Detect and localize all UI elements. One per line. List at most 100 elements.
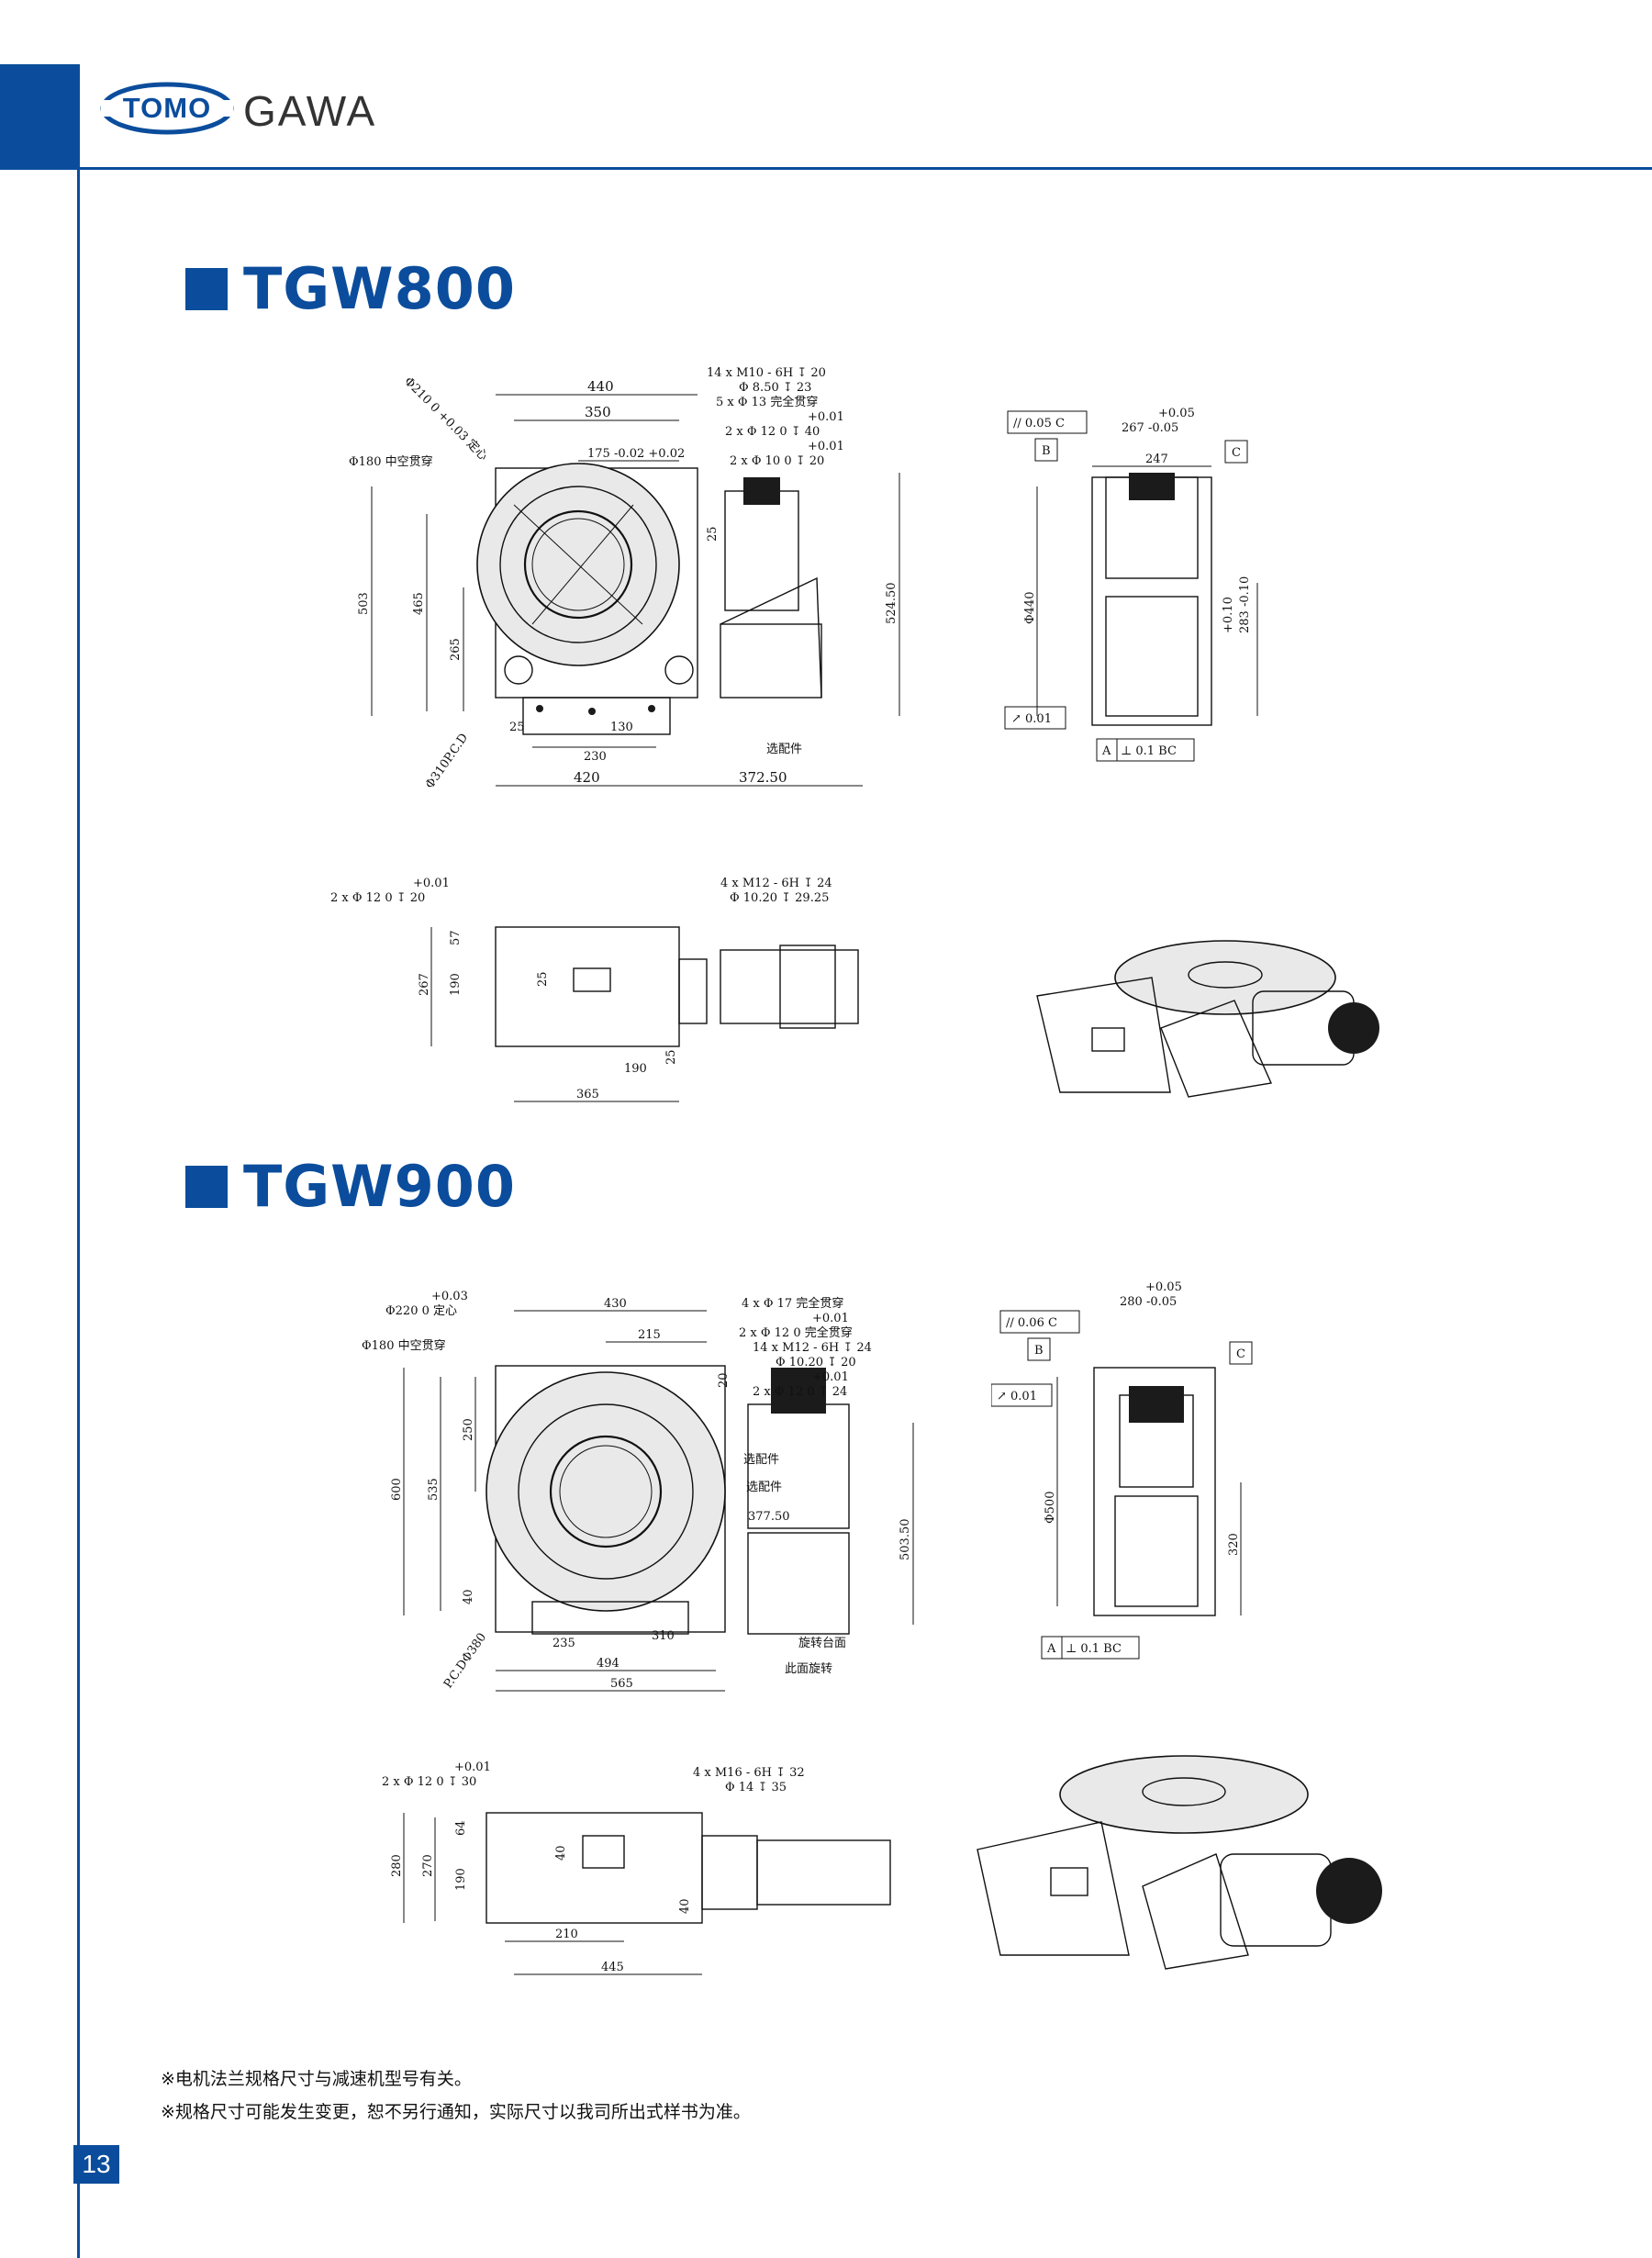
tol-plus005: +0.05 bbox=[1158, 407, 1195, 420]
t900-parallel: // 0.06 C bbox=[1006, 1316, 1057, 1330]
callout-phi10: 2 x Φ 10 0 ↧ 20 bbox=[730, 454, 824, 468]
dim-350: 350 bbox=[585, 404, 611, 420]
left-margin-rule bbox=[77, 64, 80, 2258]
dim-130: 130 bbox=[610, 721, 633, 734]
d900-tol-plus003: +0.03 bbox=[431, 1290, 468, 1303]
c900-phi17: 4 x Φ 17 完全贯穿 bbox=[742, 1296, 843, 1311]
d900-535: 535 bbox=[427, 1478, 441, 1501]
t900-perp: ⊥ 0.1 BC bbox=[1066, 1642, 1122, 1656]
tol-parallel: // 0.05 C bbox=[1013, 417, 1065, 430]
d900-310: 310 bbox=[652, 1629, 675, 1643]
c900-tol2: +0.01 bbox=[812, 1370, 849, 1384]
tgw900-iso-illustration bbox=[977, 1755, 1382, 1970]
dim-247: 247 bbox=[1145, 453, 1168, 466]
d900-rot-face: 此面旋转 bbox=[785, 1662, 832, 1676]
tomo-logo: TOMO bbox=[100, 82, 234, 135]
d900-phi180: Φ180 中空贯穿 bbox=[362, 1338, 446, 1353]
d900-377-50: 377.50 bbox=[748, 1510, 790, 1524]
b800-57: 57 bbox=[449, 930, 463, 945]
b800-m12: 4 x M12 - 6H ↧ 24 bbox=[720, 877, 832, 890]
b900-m16: 4 x M16 - 6H ↧ 32 bbox=[693, 1766, 805, 1780]
c900-phi1020: Φ 10.20 ↧ 20 bbox=[776, 1356, 856, 1369]
b900-210: 210 bbox=[555, 1928, 578, 1941]
callout-tol2: +0.01 bbox=[808, 440, 844, 453]
tol-perp: ⊥ 0.1 BC bbox=[1121, 744, 1177, 758]
dim-phi210: Φ210 0 +0.03 定心 bbox=[401, 374, 490, 464]
tgw800-front-drawing: 440 350 175 -0.02 +0.02 Φ180 中空贯穿 Φ210 0… bbox=[349, 366, 900, 792]
t900-runout: ↗ 0.01 bbox=[997, 1390, 1037, 1403]
c900-m12: 14 x M12 - 6H ↧ 24 bbox=[753, 1341, 872, 1355]
tgw800-iso-illustration bbox=[1036, 940, 1379, 1098]
logo-text: TOMO bbox=[123, 92, 211, 124]
dim-420: 420 bbox=[574, 769, 600, 786]
d900-opt2: 选配件 bbox=[746, 1481, 782, 1494]
dim-465: 465 bbox=[412, 592, 426, 615]
t900-plus005: +0.05 bbox=[1145, 1280, 1182, 1294]
tol-283: 283 -0.10 bbox=[1238, 576, 1252, 633]
b800-25a: 25 bbox=[536, 971, 550, 987]
t900-320: 320 bbox=[1227, 1533, 1241, 1556]
d900-235: 235 bbox=[553, 1637, 575, 1650]
b800-phi1020: Φ 10.20 ↧ 29.25 bbox=[730, 891, 829, 905]
section-marker-tgw900 bbox=[185, 1166, 228, 1208]
t900-phi500: Φ500 bbox=[1044, 1492, 1057, 1524]
c900-phi12a: 2 x Φ 12 0 完全贯穿 bbox=[739, 1325, 853, 1340]
d900-opt1: 选配件 bbox=[743, 1453, 779, 1467]
tol-runout: ↗ 0.01 bbox=[1011, 712, 1052, 726]
b900-270: 270 bbox=[421, 1854, 435, 1877]
section-title-tgw800: TGW800 bbox=[243, 255, 516, 322]
dim-phi180: Φ180 中空贯穿 bbox=[349, 454, 433, 469]
datum-b: B bbox=[1042, 444, 1051, 458]
b800-190h: 190 bbox=[624, 1062, 647, 1076]
callout-tol1: +0.01 bbox=[808, 410, 844, 424]
b900-tol: +0.01 bbox=[454, 1761, 491, 1774]
tgw900-bottom-drawing: +0.01 2 x Φ 12 0 ↧ 30 4 x M16 - 6H ↧ 32 … bbox=[382, 1761, 891, 1975]
label-optional-part: 选配件 bbox=[766, 743, 802, 756]
section-marker-tgw800 bbox=[185, 268, 228, 310]
callout-phi13: 5 x Φ 13 完全贯穿 bbox=[716, 395, 818, 409]
b900-40a: 40 bbox=[554, 1845, 568, 1861]
tgw900-side-drawing: +0.05 280 -0.05 // 0.06 C B C ↗ 0.01 Φ50… bbox=[991, 1280, 1253, 1660]
d900-rot-table: 旋转台面 bbox=[798, 1637, 846, 1650]
header-rule bbox=[77, 167, 1652, 170]
b800-267: 267 bbox=[418, 973, 431, 996]
tgw900-front-drawing: +0.03 Φ220 0 定心 Φ180 中空贯穿 430 215 600 53… bbox=[362, 1290, 914, 1692]
d900-565: 565 bbox=[610, 1677, 633, 1691]
b900-280: 280 bbox=[390, 1854, 404, 1877]
d900-40: 40 bbox=[462, 1589, 475, 1604]
dim-372-50: 372.50 bbox=[739, 769, 787, 786]
t900-datum-c: C bbox=[1236, 1347, 1245, 1361]
dim-230: 230 bbox=[584, 750, 607, 764]
tgw800-bottom-drawing: +0.01 2 x Φ 12 0 ↧ 20 4 x M12 - 6H ↧ 24 … bbox=[330, 877, 859, 1102]
callout-phi850: Φ 8.50 ↧ 23 bbox=[739, 381, 811, 395]
d900-215: 215 bbox=[638, 1328, 661, 1342]
t900-280: 280 -0.05 bbox=[1120, 1295, 1177, 1309]
note-spec-change: ※规格尺寸可能发生变更，恕不另行通知，实际尺寸以我司所出式样书为准。 bbox=[161, 2102, 751, 2122]
d900-503-50: 503.50 bbox=[899, 1519, 912, 1561]
dim-pcd310: Φ310P.C.D bbox=[423, 732, 471, 792]
b800-tol: +0.01 bbox=[413, 877, 450, 890]
tgw800-side-drawing: Φ440 283 -0.10 +0.10 // 0.05 C B +0.05 2… bbox=[1004, 407, 1258, 762]
note-flange: ※电机法兰规格尺寸与减速机型号有关。 bbox=[161, 2069, 472, 2089]
dim-265: 265 bbox=[449, 638, 463, 661]
dim-503: 503 bbox=[357, 592, 371, 615]
c900-phi12b: 2 x Φ 12 0 ↧ 24 bbox=[753, 1385, 847, 1399]
t900-datum-a: A bbox=[1046, 1642, 1056, 1656]
callout-phi12: 2 x Φ 12 0 ↧ 40 bbox=[725, 425, 820, 439]
tol-010: +0.10 bbox=[1222, 597, 1235, 633]
c900-20: 20 bbox=[717, 1372, 731, 1388]
section-title-tgw900: TGW900 bbox=[243, 1153, 516, 1220]
b800-365: 365 bbox=[576, 1088, 599, 1101]
d900-250: 250 bbox=[462, 1418, 475, 1441]
b900-phi12: 2 x Φ 12 0 ↧ 30 bbox=[382, 1775, 476, 1789]
d900-600: 600 bbox=[390, 1478, 404, 1501]
b900-445: 445 bbox=[601, 1961, 624, 1974]
b900-40b: 40 bbox=[678, 1898, 692, 1914]
datum-c: C bbox=[1232, 446, 1241, 460]
dim-phi440: Φ440 bbox=[1023, 592, 1037, 624]
b900-64: 64 bbox=[454, 1820, 468, 1836]
b800-190v: 190 bbox=[449, 973, 463, 996]
dim-524-50: 524.50 bbox=[885, 583, 899, 625]
c900-tol1: +0.01 bbox=[812, 1312, 849, 1325]
callout-m10: 14 x M10 - 6H ↧ 20 bbox=[707, 366, 826, 380]
